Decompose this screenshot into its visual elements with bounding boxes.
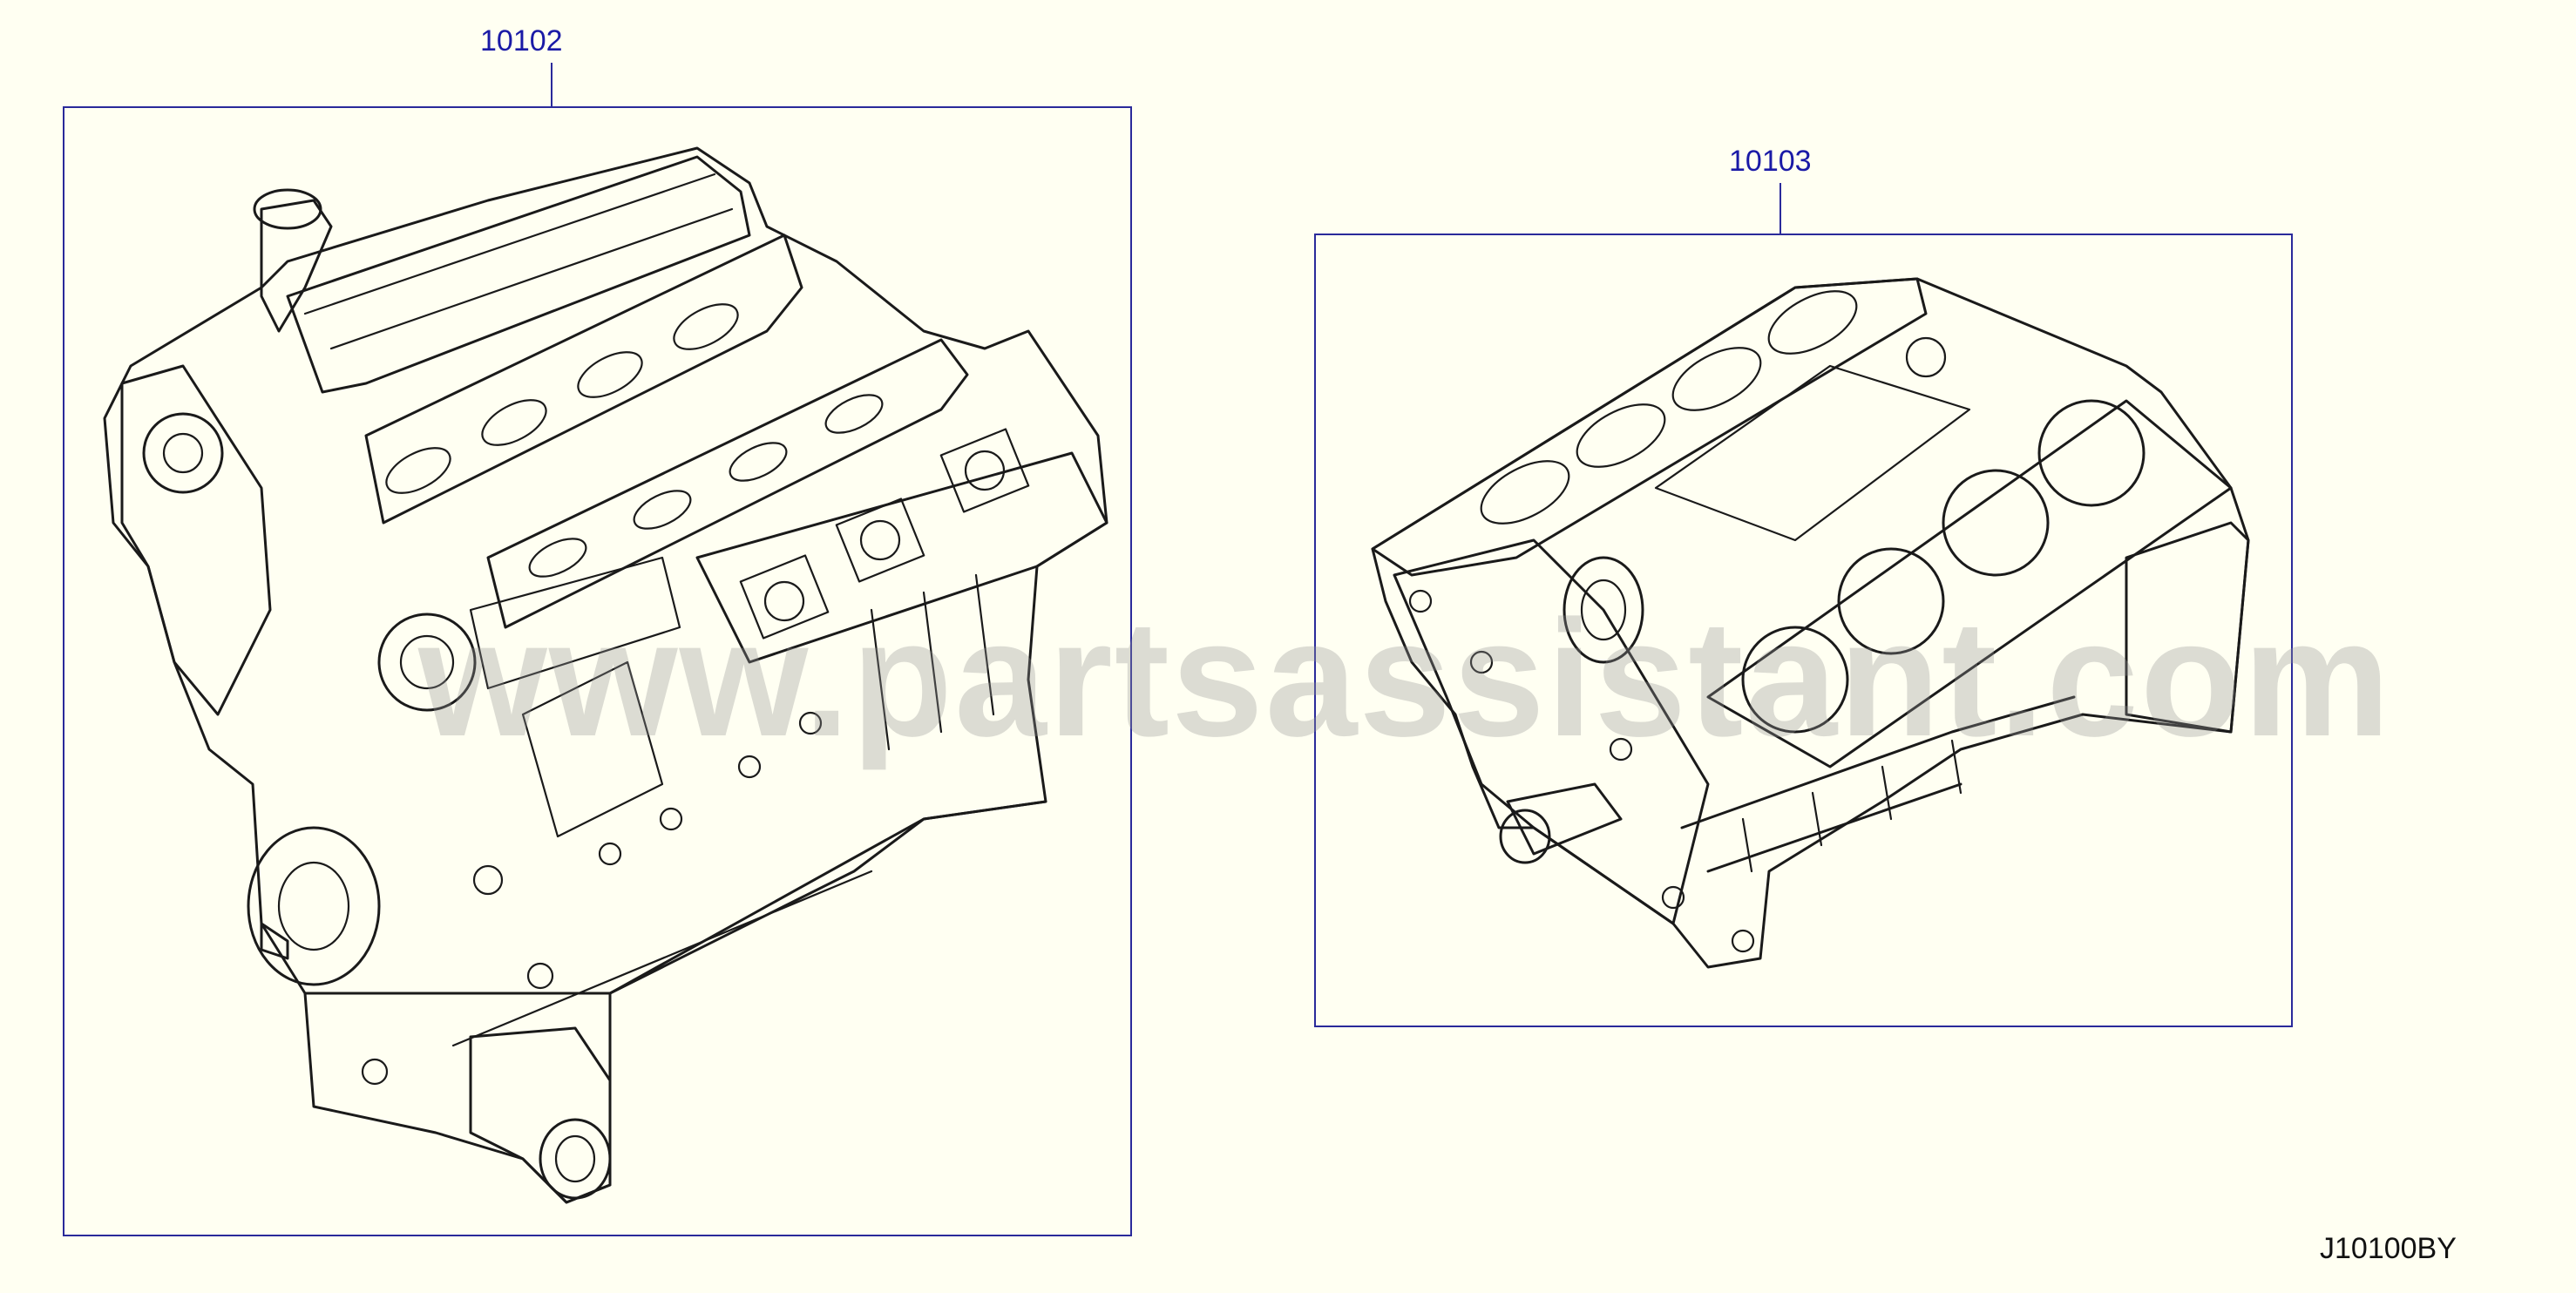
frame-10102 [63,106,1132,1236]
diagram-code: J10100BY [2320,1232,2457,1265]
callout-10102[interactable]: 10102 [480,24,563,58]
frame-10103 [1314,234,2293,1027]
callout-10103[interactable]: 10103 [1729,145,1812,178]
engine-assembly-drawing [103,146,1108,1204]
short-block-drawing [1371,277,2250,969]
